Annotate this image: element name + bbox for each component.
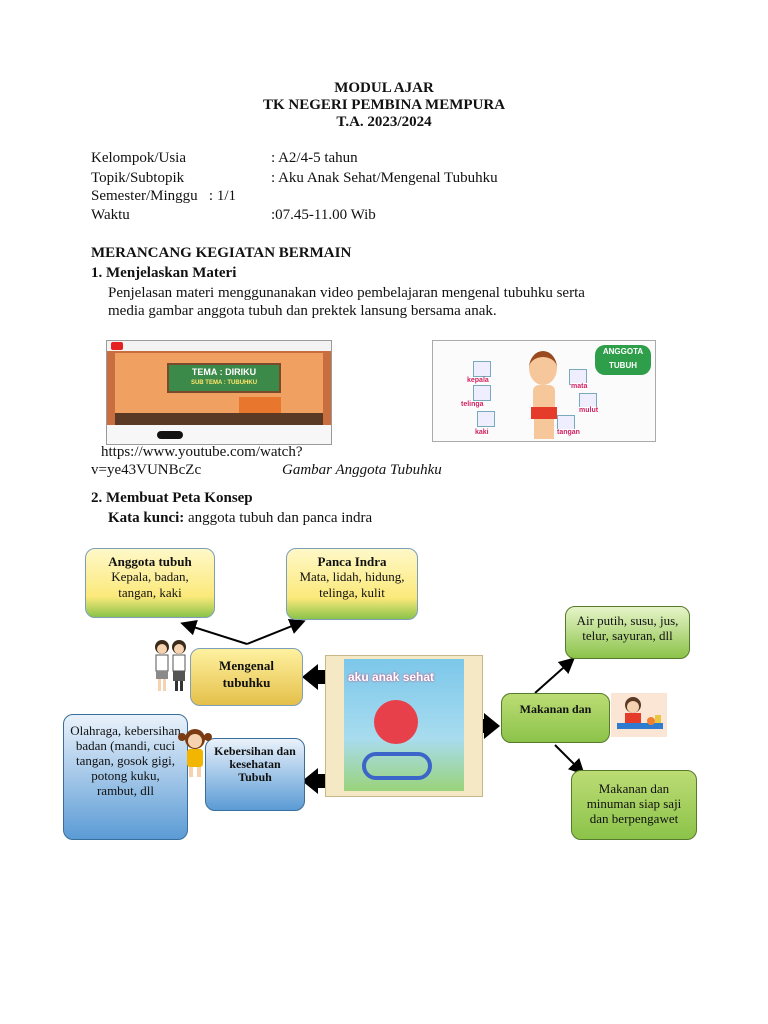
video-screenshot: TEMA : DIRIKU SUB TEMA : TUBUHKU bbox=[106, 340, 332, 445]
topik-value: : Aku Anak Sehat/Mengenal Tubuhku bbox=[271, 170, 498, 186]
box-air-putih: Air putih, susu, jus, telur, sayuran, dl… bbox=[565, 606, 690, 659]
kelompok-value: : A2/4-5 tahun bbox=[271, 150, 358, 166]
topik-label: Topik/Subtopik bbox=[91, 170, 185, 186]
title-line-3: T.A. 2023/2024 bbox=[336, 114, 432, 130]
child-eating-icon bbox=[611, 693, 667, 737]
item1-heading: 1. Menjelaskan Materi bbox=[91, 265, 237, 281]
youtube-logo-icon bbox=[111, 342, 123, 350]
child-cyclist-icon bbox=[374, 700, 418, 744]
title-line-2: TK NEGERI PEMBINA MEMPURA bbox=[262, 97, 506, 113]
book-title: aku anak sehat bbox=[348, 670, 435, 684]
keyword-text: anggota tubuh dan panca indra bbox=[184, 510, 373, 526]
bicycle-icon bbox=[362, 752, 432, 780]
item1-text-line2: media gambar anggota tubuh dan prektek l… bbox=[108, 303, 497, 319]
children-uniform-icon bbox=[155, 640, 186, 691]
section-heading: MERANCANG KEGIATAN BERMAIN bbox=[91, 245, 352, 261]
girl-exercise-icon bbox=[178, 729, 212, 777]
box-anggota-tubuh: Anggota tubuh Kepala, badan, tangan, kak… bbox=[85, 548, 215, 618]
video-url-line1[interactable]: https://www.youtube.com/watch? bbox=[101, 444, 303, 460]
waktu-value: :07.45-11.00 Wib bbox=[271, 207, 376, 223]
box-makanan: Makanan dan bbox=[501, 693, 610, 743]
body-parts-image: ANGGOTA TUBUH kepala telinga kaki mata m… bbox=[432, 340, 656, 442]
waktu-label: Waktu bbox=[91, 207, 130, 223]
kelompok-label: Kelompok/Usia bbox=[91, 150, 186, 166]
box-kebersihan: Kebersihan dan kesehatan Tubuh bbox=[205, 738, 305, 811]
item1-text-line1: Penjelasan materi menggunanakan video pe… bbox=[108, 285, 585, 301]
box-siap-saji: Makanan dan minuman siap saji dan berpen… bbox=[571, 770, 697, 840]
book-cover-image: aku anak sehat bbox=[325, 655, 483, 797]
video-board: TEMA : DIRIKU SUB TEMA : TUBUHKU bbox=[167, 363, 281, 393]
item2-heading: 2. Membuat Peta Konsep bbox=[91, 490, 253, 506]
image-caption: Gambar Anggota Tubuhku bbox=[282, 462, 442, 478]
child-head-icon bbox=[529, 351, 557, 385]
keyword-label: Kata kunci: bbox=[108, 510, 185, 526]
semester-line: Semester/Minggu : 1/1 bbox=[91, 188, 236, 204]
box-olahraga: Olahraga, kebersihan badan (mandi, cuci … bbox=[63, 714, 188, 840]
anggota-tubuh-badge: ANGGOTA TUBUH bbox=[595, 345, 651, 375]
title-line-1: MODUL AJAR bbox=[334, 80, 434, 96]
box-mengenal-tubuhku: Mengenal tubuhku bbox=[190, 648, 303, 706]
box-panca-indra: Panca Indra Mata, lidah, hidung, telinga… bbox=[286, 548, 418, 620]
keyword-line: Kata kunci: anggota tubuh dan panca indr… bbox=[108, 510, 372, 527]
video-url-line2[interactable]: v=ye43VUNBcZc bbox=[91, 462, 202, 478]
